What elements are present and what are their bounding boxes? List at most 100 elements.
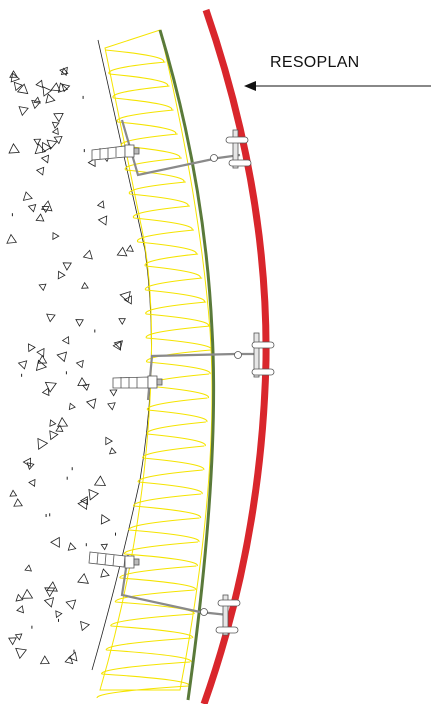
- aggregate-triangle: [61, 335, 70, 345]
- aggregate-triangle: [45, 93, 56, 104]
- aggregate-triangle: [18, 106, 29, 117]
- aggregate-triangle: [21, 588, 34, 599]
- aggregate-triangle: [42, 86, 53, 97]
- aggregate-triangle: [108, 447, 117, 455]
- aggregate-triangle: [15, 647, 27, 660]
- aggregate-triangle: [80, 620, 91, 632]
- concrete-aggregate: [6, 66, 134, 665]
- aggregate-triangle: [109, 389, 118, 397]
- aggregate-triangle: [119, 290, 131, 303]
- aggregate-triangle: [9, 489, 18, 497]
- aggregate-triangle: [13, 498, 23, 507]
- aggregate-triangle: [62, 262, 72, 271]
- aggregate-triangle: [9, 70, 19, 78]
- aggregate-triangle: [8, 143, 20, 154]
- aggregate-triangle: [57, 416, 69, 427]
- aggregate-triangle: [51, 127, 59, 136]
- aggregate-triangle: [39, 655, 50, 665]
- aggregate-triangle: [37, 354, 48, 364]
- aggregate-triangle: [46, 139, 58, 150]
- callout-arrow-head: [244, 81, 256, 91]
- aggregate-triangle: [67, 651, 78, 662]
- insulation-waves: [96, 49, 213, 699]
- aggregate-triangle: [50, 82, 61, 92]
- aggregate-triangle: [53, 112, 64, 123]
- insulation-layer: [96, 29, 213, 699]
- wall-anchor-top: [91, 144, 140, 161]
- aggregate-triangle: [77, 572, 89, 584]
- aggregate-triangle: [49, 430, 59, 441]
- support-bracket-bottom: [120, 554, 241, 636]
- aggregate-triangle: [10, 72, 21, 83]
- aggregate-triangle: [13, 81, 23, 92]
- aggregate-triangle: [112, 341, 122, 351]
- aggregate-triangle: [77, 377, 88, 387]
- resoplan-callout: RESOPLAN: [244, 54, 431, 91]
- aggregate-triangle: [34, 143, 47, 155]
- aggregate-triangle: [44, 381, 57, 393]
- aggregate-triangle: [52, 232, 60, 241]
- aggregate-triangle: [100, 543, 108, 551]
- aggregate-triangle: [35, 213, 45, 222]
- aggregate-triangle: [51, 121, 60, 129]
- aggregate-triangle: [46, 313, 56, 323]
- aggregate-triangle: [41, 387, 50, 397]
- aggregate-triangle: [57, 270, 66, 280]
- aggregate-triangle: [35, 79, 44, 88]
- aggregate-triangle: [8, 637, 17, 646]
- wall-anchors: [88, 144, 163, 569]
- support-brackets: [120, 119, 275, 636]
- aggregate-triangle: [116, 246, 128, 257]
- resoplan-label: RESOPLAN: [270, 54, 360, 71]
- aggregate-triangle: [67, 542, 77, 551]
- wall-anchor-middle: [112, 375, 163, 389]
- aggregate-triangle: [65, 599, 77, 610]
- aggregate-triangle: [15, 593, 24, 602]
- aggregate-triangle: [40, 200, 53, 212]
- aggregate-triangle: [26, 462, 35, 471]
- aggregate-triangle: [36, 347, 45, 358]
- aggregate-triangle: [42, 141, 52, 153]
- aggregate-triangle: [53, 136, 63, 145]
- insulation-wave-pattern: [96, 49, 213, 699]
- aggregate-triangle: [44, 587, 56, 598]
- aggregate-triangle: [105, 436, 113, 446]
- aggregate-triangle: [55, 424, 64, 432]
- aggregate-triangle: [97, 215, 108, 226]
- aggregate-triangle: [16, 605, 24, 614]
- support-bracket-middle: [146, 332, 275, 401]
- aggregate-triangle: [88, 488, 100, 501]
- aggregate-triangle: [57, 82, 69, 93]
- concrete-substrate: [6, 39, 152, 671]
- aggregate-triangle: [35, 166, 45, 176]
- aggregate-triangle: [87, 158, 96, 168]
- aggregate-triangle: [49, 419, 57, 427]
- aggregate-triangle: [75, 359, 84, 369]
- aggregate-triangle: [33, 138, 42, 146]
- aggregate-triangle: [77, 498, 88, 511]
- aggregate-triangle: [85, 398, 97, 410]
- insulation-outline: [99, 29, 213, 691]
- aggregate-triangle: [46, 581, 58, 592]
- aggregate-triangle: [16, 83, 29, 95]
- aggregate-triangle: [107, 402, 116, 411]
- aggregate-triangle: [75, 319, 84, 327]
- aggregate-triangle: [81, 281, 89, 289]
- aggregate-triangle: [68, 402, 76, 411]
- aggregate-triangle: [22, 191, 33, 201]
- aggregate-triangle: [27, 343, 36, 353]
- aggregate-triangle: [64, 655, 74, 665]
- aggregate-triangle: [82, 249, 93, 260]
- aggregate-triangle: [100, 568, 110, 578]
- aggregate-triangle: [33, 96, 41, 104]
- aggregate-triangle: [56, 351, 68, 363]
- aggregate-triangle: [28, 478, 36, 487]
- aggregate-triangle: [93, 475, 107, 487]
- aggregate-triangle: [118, 318, 126, 326]
- aggregate-triangle: [96, 200, 105, 209]
- aggregate-triangle: [24, 564, 33, 572]
- aggregate-triangle: [6, 233, 18, 244]
- aggregate-triangle: [27, 203, 37, 213]
- wall-anchor-bottom: [88, 551, 140, 569]
